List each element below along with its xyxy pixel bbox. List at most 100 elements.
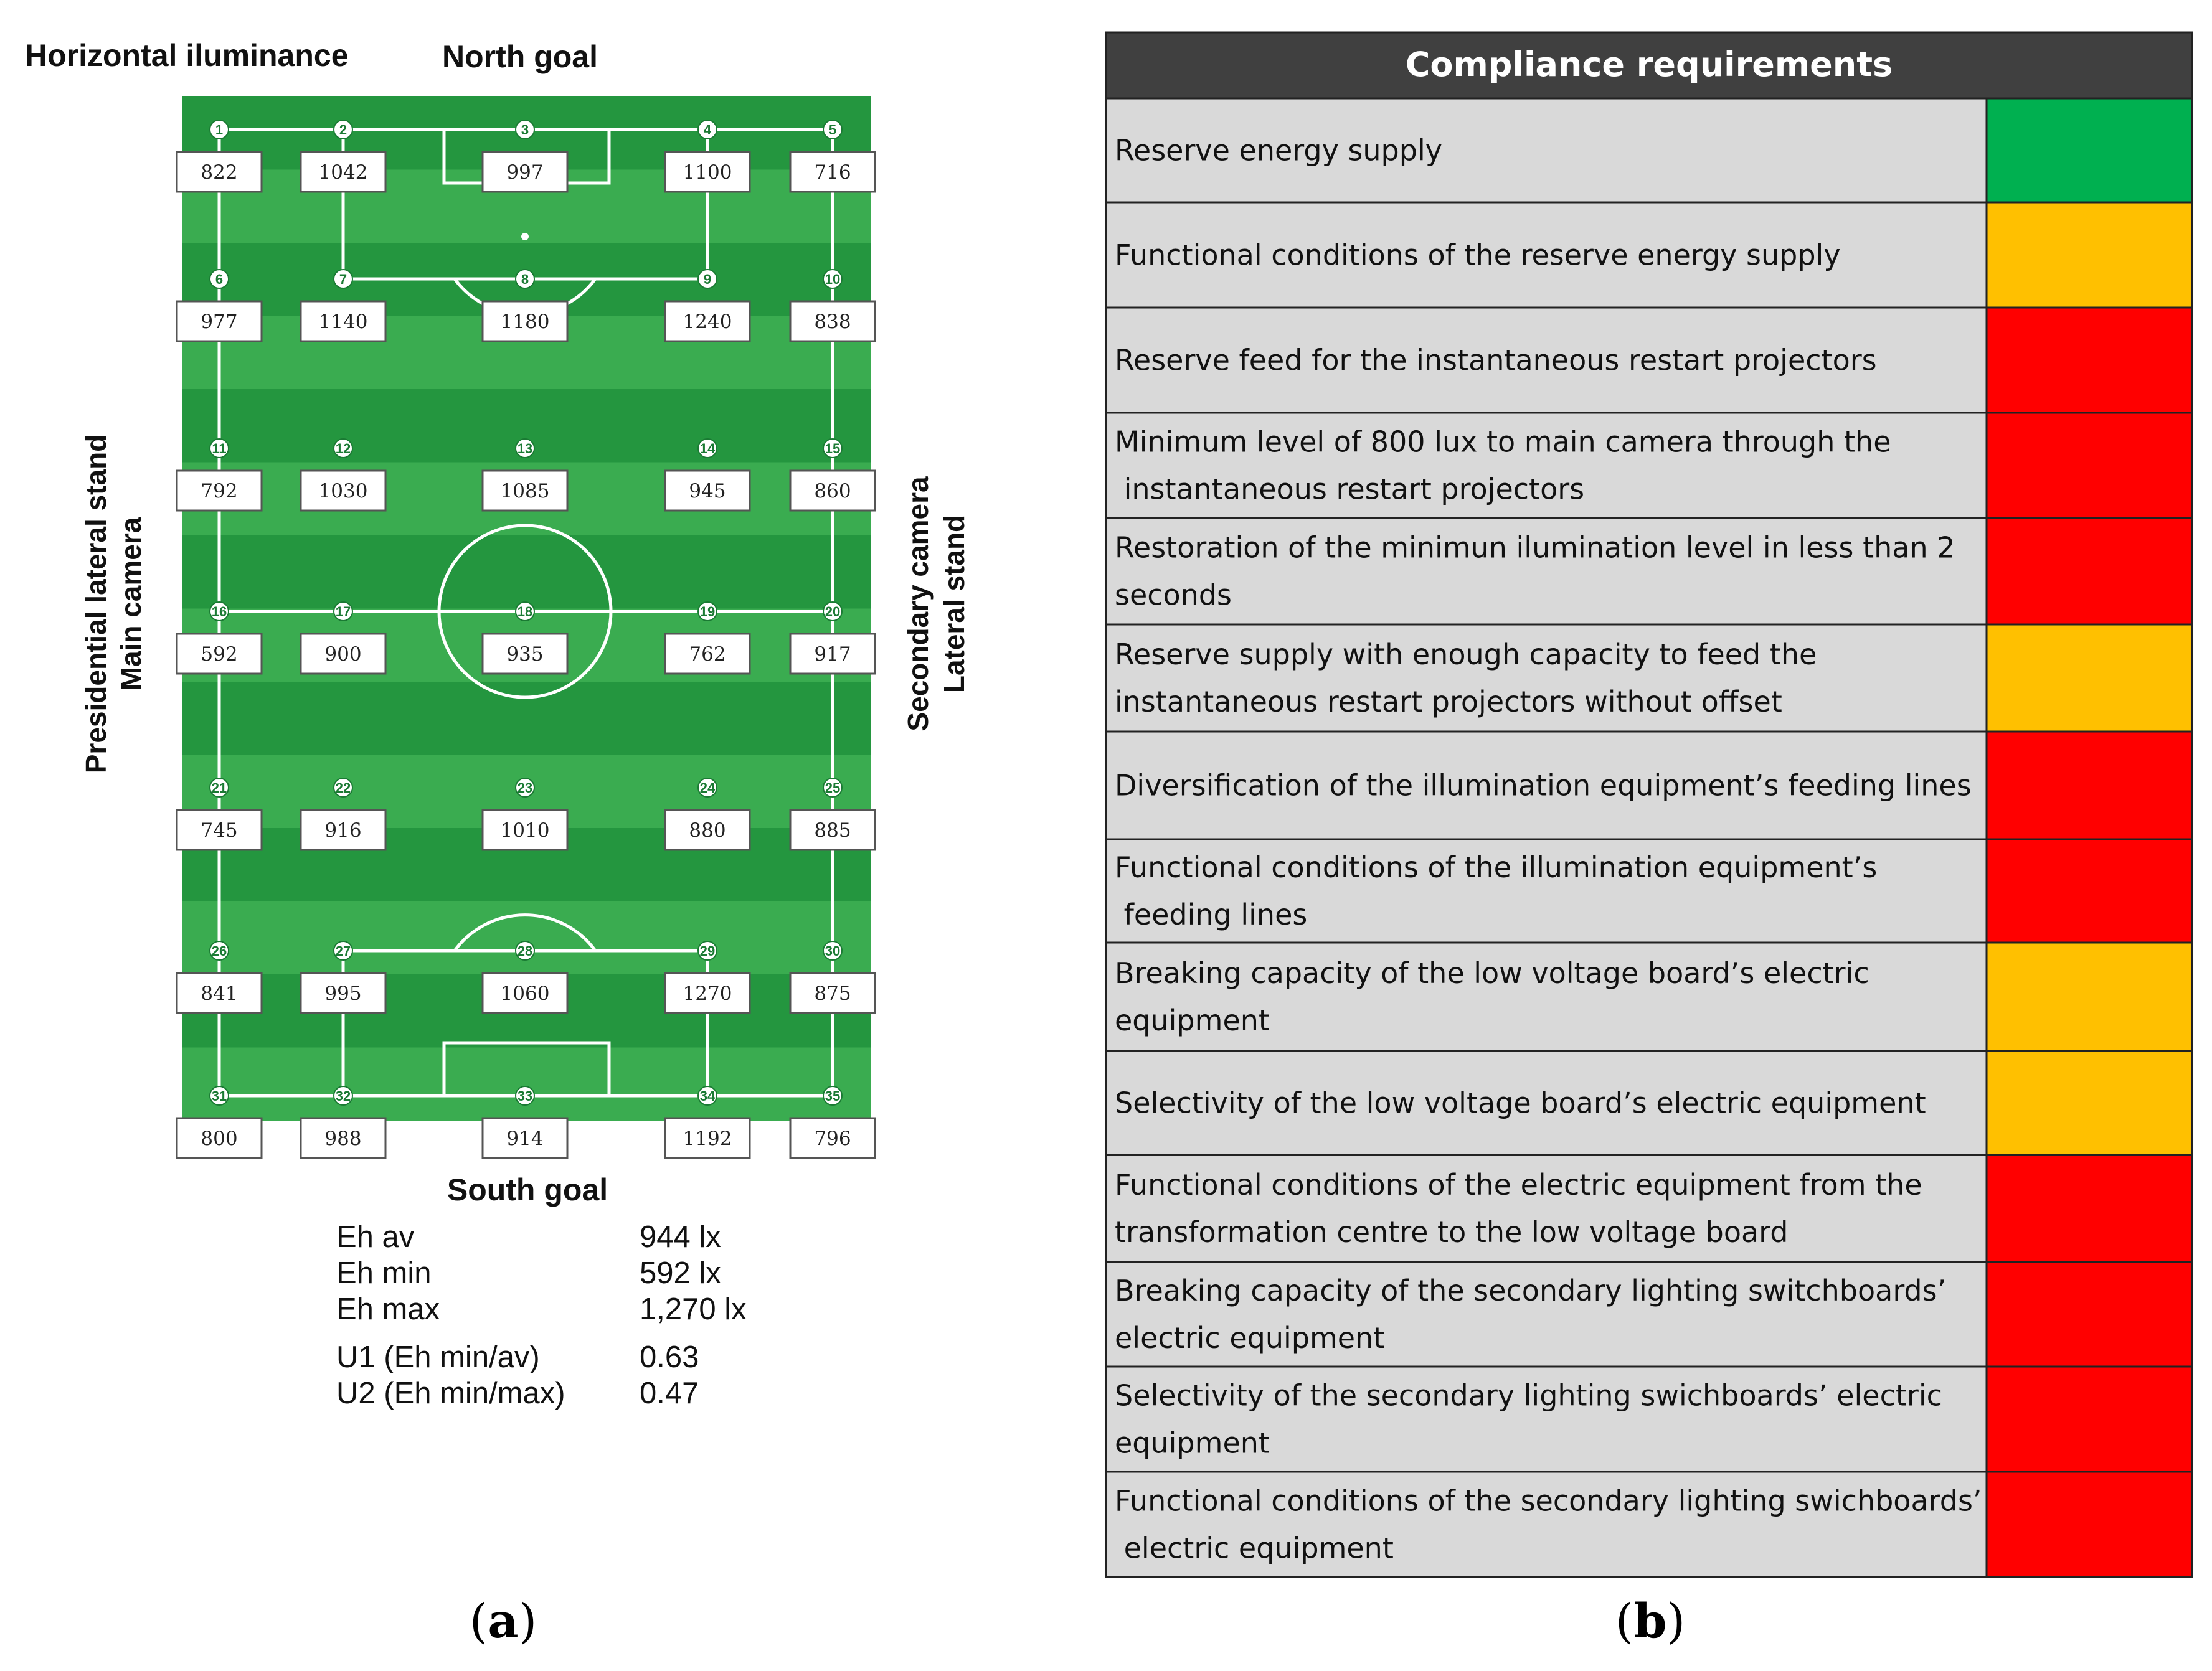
centre-circle <box>437 524 613 699</box>
point-number: 7 <box>339 271 347 287</box>
illuminance-value: 1030 <box>319 480 368 502</box>
point-marker <box>209 778 229 798</box>
point-marker <box>209 941 229 961</box>
table-row: Reserve energy supply <box>1105 97 2193 204</box>
status-cell-red <box>1985 1154 2193 1263</box>
stat-value: 1,270 lx <box>640 1292 747 1326</box>
point-marker <box>697 941 717 961</box>
illuminance-value: 1240 <box>683 311 732 333</box>
requirement-text: equipment <box>1115 1004 1270 1037</box>
value-box <box>789 151 876 193</box>
point-number: 23 <box>518 780 532 796</box>
value-box <box>176 469 263 512</box>
value-box <box>664 972 751 1014</box>
point-marker <box>515 941 535 961</box>
illuminance-value: 1010 <box>501 819 550 842</box>
point-number: 22 <box>336 780 351 796</box>
field-stripe <box>182 682 871 755</box>
point-number: 6 <box>215 271 223 287</box>
point-marker <box>697 120 717 139</box>
point-marker <box>515 778 535 798</box>
illuminance-value: 860 <box>814 480 851 502</box>
football-field: 1822210423997411005716697771140811809124… <box>176 96 876 1159</box>
point-number: 33 <box>518 1088 532 1104</box>
point-marker <box>333 438 353 458</box>
point-marker <box>209 601 229 621</box>
value-box <box>789 300 876 342</box>
value-box <box>664 809 751 851</box>
illuminance-value: 935 <box>506 643 543 666</box>
point-marker <box>515 1086 535 1106</box>
measurement-point: 23 1010 <box>481 778 569 851</box>
table-row: Reserve supply with enough capacity to f… <box>1105 623 2193 733</box>
value-box <box>789 1117 876 1159</box>
requirement-cell <box>1105 730 1988 840</box>
field-stripe <box>182 901 871 975</box>
status-cell-red <box>1985 306 2193 414</box>
illuminance-value: 1140 <box>319 311 368 333</box>
requirement-cell <box>1105 1471 1988 1578</box>
value-box <box>176 300 263 342</box>
value-box <box>664 469 751 512</box>
point-number: 29 <box>700 943 715 959</box>
illuminance-value: 1060 <box>501 982 550 1005</box>
measurement-point: 6 977 <box>176 269 263 342</box>
point-number: 3 <box>521 122 529 138</box>
value-box <box>176 809 263 851</box>
point-number: 19 <box>700 604 715 619</box>
point-number: 9 <box>704 271 711 287</box>
compliance-table: Compliance requirements Reserve energy s… <box>1105 31 2193 1649</box>
point-marker <box>823 120 843 139</box>
illuminance-value: 977 <box>201 311 237 333</box>
requirement-text: equipment <box>1115 1426 1270 1460</box>
illuminance-value: 822 <box>201 161 237 184</box>
illuminance-value: 1100 <box>683 161 732 184</box>
illuminance-value: 880 <box>689 819 726 842</box>
point-number: 25 <box>825 780 840 796</box>
value-box <box>300 633 387 675</box>
point-marker <box>823 601 843 621</box>
point-number: 27 <box>336 943 351 959</box>
requirement-cell <box>1105 412 1988 519</box>
illuminance-value: 917 <box>814 643 851 666</box>
value-box <box>300 469 387 512</box>
point-marker <box>823 1086 843 1106</box>
illuminance-value: 1042 <box>319 161 368 184</box>
value-box <box>481 972 569 1014</box>
table-row: Selectivity of the low voltage board’s e… <box>1105 1050 2193 1156</box>
secondary-camera-label: Secondary camera <box>902 476 934 732</box>
stat-label: U2 (Eh min/max) <box>336 1377 565 1410</box>
stat-value: 592 lx <box>640 1256 721 1290</box>
point-number: 15 <box>825 441 840 456</box>
value-box <box>176 633 263 675</box>
illuminance-value: 945 <box>689 480 726 502</box>
measurement-point: 22 916 <box>300 778 387 851</box>
point-number: 14 <box>700 441 716 456</box>
point-marker <box>209 269 229 289</box>
requirement-text: Reserve supply with enough capacity to f… <box>1115 638 1817 671</box>
point-number: 11 <box>212 441 226 456</box>
point-marker <box>697 778 717 798</box>
measurement-point: 15 860 <box>789 438 876 512</box>
illuminance-value: 745 <box>201 819 237 842</box>
value-box <box>664 633 751 675</box>
point-number: 4 <box>704 122 712 138</box>
illuminance-value: 916 <box>324 819 361 842</box>
table-row: Functional conditions of the reserve ene… <box>1105 201 2193 309</box>
point-number: 20 <box>825 604 840 619</box>
requirement-text: Functional conditions of the secondary l… <box>1115 1484 1982 1518</box>
requirement-text: electric equipment <box>1115 1532 1394 1565</box>
value-box <box>481 469 569 512</box>
